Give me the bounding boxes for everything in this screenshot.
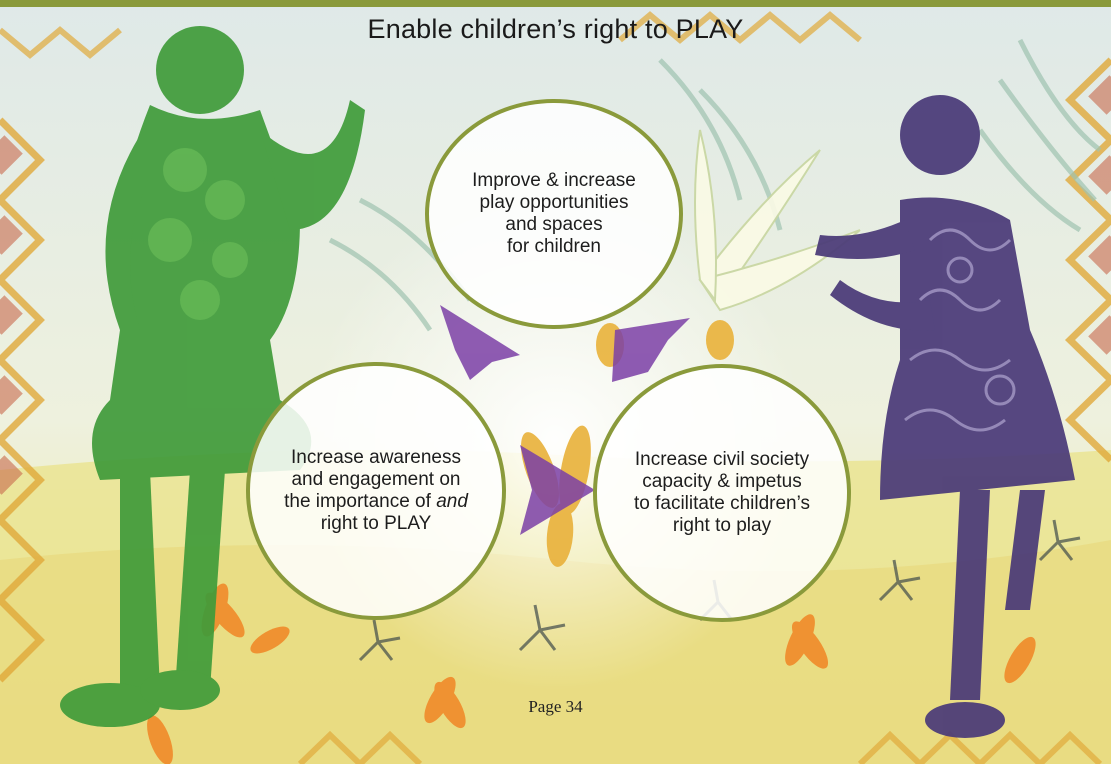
page-title: Enable children’s right to PLAY <box>367 14 744 44</box>
cycle-circle-right: Increase civil society capacity & impetu… <box>593 364 851 622</box>
cycle-circle-left-text-part2: right to PLAY <box>320 513 432 534</box>
header-bar <box>0 0 1111 7</box>
cycle-circle-right-text: Increase civil society capacity & impetu… <box>633 449 811 536</box>
zigzag-border-top <box>0 11 862 59</box>
zigzag-border-right <box>1064 57 1111 463</box>
cycle-circle-top-text: Improve & increase play opportunities an… <box>472 170 636 257</box>
cycle-arrows <box>440 305 690 535</box>
arrow-right-to-top <box>612 318 690 382</box>
cycle-circle-top: Improve & increase play opportunities an… <box>425 99 683 329</box>
page-number: Page 34 <box>528 697 583 716</box>
zigzag-border-bottom <box>297 730 1103 764</box>
cycle-circle-left-text: Increase awareness and engagement on the… <box>284 447 468 535</box>
girl-right-purple <box>815 95 1075 738</box>
arrow-left-to-right <box>520 445 595 535</box>
cycle-circle-left: Increase awareness and engagement on the… <box>246 362 506 620</box>
arrow-left-to-top <box>440 305 520 380</box>
cycle-circle-left-text-part1: Increase awareness and engagement on the… <box>284 447 462 512</box>
cycle-circle-left-text-emphasis: and <box>436 491 468 512</box>
zigzag-border-left <box>0 117 45 683</box>
